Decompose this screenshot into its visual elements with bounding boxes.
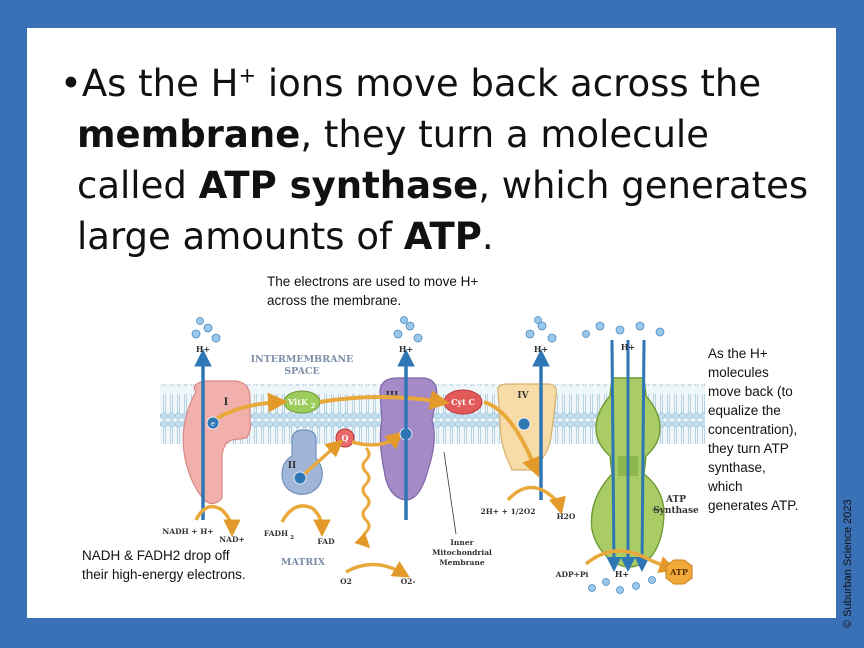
bullet-line-1: •As the H+ ions move back across the (60, 58, 820, 109)
note-right-line: molecules (708, 365, 769, 380)
q-label: Q (342, 433, 349, 443)
adp-arrow (584, 549, 677, 573)
bullet-line-3: called ATP synthase, which generates (60, 160, 820, 211)
electron-path-4 (300, 439, 344, 478)
complex-2-label: II (288, 461, 296, 471)
electron-path-3 (483, 400, 541, 478)
bullet-text-2: , they turn a molecule (300, 113, 709, 156)
bullet-text-3a: called (77, 164, 199, 207)
note-right: As the H+ molecules move back (to equali… (708, 344, 798, 515)
atp-label: ATP (669, 567, 688, 577)
note-bottom-line-1: NADH & FADH2 drop off (82, 548, 230, 563)
water-arrow (506, 485, 566, 515)
nadh-label: NADH + H+ (162, 527, 213, 536)
note-right-line: equalize the (708, 403, 781, 418)
adp-label: ADP+Pi (555, 570, 589, 579)
note-bottom-line-2: their high-energy electrons. (82, 567, 246, 582)
note-right-line: move back (to (708, 384, 793, 399)
note-top-line-1: The electrons are used to move H+ (267, 274, 479, 289)
hplus-label-synthase: H+ (621, 342, 635, 352)
complex-2 (281, 429, 323, 495)
intermembrane-label-2: SPACE (284, 366, 320, 377)
bullet-text-4a: large amounts of (77, 215, 404, 258)
hplus-ion-cluster-matrix (588, 576, 656, 594)
fadh2-subscript: 2 (290, 535, 294, 541)
o2-minus-label: O2- (401, 577, 416, 586)
inner-membrane-label-3: Membrane (439, 558, 485, 567)
o2-arrow (345, 561, 411, 578)
hplus-channel-synthase-1 (606, 339, 622, 572)
vitk2-label: VitK (287, 397, 309, 407)
bullet-text-4b: . (481, 215, 494, 258)
hplus-ion-cluster-4 (525, 316, 557, 343)
intermembrane-label: INTERMEMBRANE (251, 354, 354, 365)
cytc-label: Cyt C (451, 397, 475, 407)
electron-leak (354, 446, 371, 549)
hplus-label-1: H+ (196, 344, 210, 354)
bullet-text-1b: ions move back across the (256, 62, 762, 105)
bullet-bold-membrane: membrane (77, 113, 301, 156)
bullet-line-2: membrane, they turn a molecule (60, 109, 820, 160)
slide-canvas (27, 28, 836, 618)
bullet-text: •As the H+ ions move back across the mem… (60, 58, 820, 262)
note-right-line: they turn ATP (708, 441, 789, 456)
bullet-text-3b: , which generates (478, 164, 809, 207)
bullet-bold-atp-synthase: ATP synthase (198, 164, 479, 207)
electron-label: e (211, 420, 215, 428)
hplus-label-matrix: H+ (615, 569, 629, 579)
note-right-line: As the H+ (708, 346, 768, 361)
atp-synthase-label-2: Synthase (653, 506, 699, 516)
note-right-line: synthase, (708, 460, 766, 475)
note-right-line: concentration), (708, 422, 798, 437)
bullet-line-4: large amounts of ATP. (60, 211, 820, 262)
fadh2-label: FADH (264, 529, 288, 538)
hplus-label-4: H+ (534, 344, 548, 354)
inner-membrane-pointer (443, 451, 457, 535)
inner-membrane-label-2: Mitochondrial (432, 548, 492, 557)
electron-1 (206, 416, 220, 430)
fadh2-arrow (280, 504, 331, 537)
note-top-line-2: across the membrane. (267, 293, 402, 308)
complex-1-label: I (224, 397, 229, 408)
note-right-line: which (708, 479, 743, 494)
complex-4-label: IV (517, 391, 529, 401)
note-top: The electrons are used to move H+ across… (267, 272, 478, 310)
fad-label: FAD (317, 537, 335, 546)
electron-4 (517, 417, 531, 431)
hplus-label-3: H+ (399, 344, 413, 354)
atp-synthase-label-1: ATP (665, 495, 686, 505)
matrix-label: MATRIX (281, 557, 326, 568)
electron-path-1 (212, 392, 288, 422)
o2-label: O2 (340, 577, 352, 586)
bullet-sup: + (238, 63, 257, 88)
electron-path-2 (319, 390, 450, 410)
nad-label: NAD+ (219, 535, 244, 544)
bullet-text-1a: As the H (81, 62, 239, 105)
bullet-mark: • (60, 62, 82, 105)
nadh-arrow (194, 504, 241, 537)
inner-membrane-label-1: Inner (450, 538, 474, 547)
note-bottom: NADH & FADH2 drop off their high-energy … (82, 546, 246, 584)
atp-badge (665, 559, 693, 585)
vitk2-subscript: 2 (311, 403, 315, 410)
water-in-label: 2H+ + 1/2O2 (480, 507, 535, 516)
water-out-label: H2O (557, 512, 576, 521)
electron-2 (293, 471, 307, 485)
hplus-ion-cluster-synthase (582, 321, 665, 338)
hplus-ion-cluster-1 (191, 317, 221, 343)
electron-path-5 (351, 431, 404, 450)
bullet-bold-atp: ATP (403, 215, 482, 258)
note-right-line: generates ATP. (708, 498, 799, 513)
hplus-ion-cluster-3 (393, 316, 423, 343)
hplus-channel-synthase-3 (634, 339, 650, 572)
